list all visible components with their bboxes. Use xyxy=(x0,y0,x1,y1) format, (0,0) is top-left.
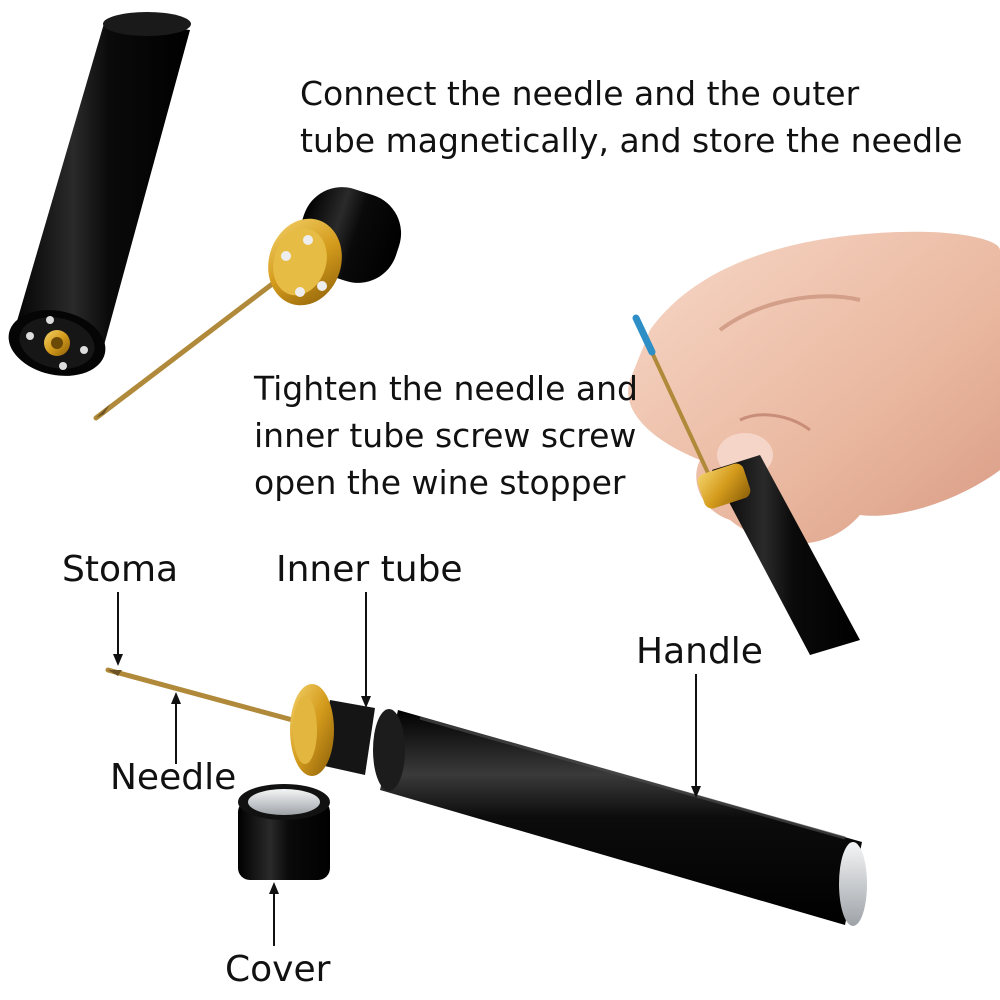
outer-tube-top xyxy=(8,12,191,376)
cover-cap xyxy=(238,784,330,880)
caption-line: tube magnetically, and store the needle xyxy=(300,121,963,160)
callout-arrows xyxy=(113,592,701,946)
label-stoma: Stoma xyxy=(62,549,179,590)
label-handle: Handle xyxy=(636,631,763,672)
stored-needle-cap xyxy=(93,187,402,421)
caption-line: inner tube screw screw xyxy=(254,416,637,455)
label-cover: Cover xyxy=(225,949,331,990)
caption-usage: Tighten the needle and inner tube screw … xyxy=(254,365,638,506)
assembled-opener xyxy=(105,667,867,926)
caption-line: Connect the needle and the outer xyxy=(300,74,860,113)
caption-line: open the wine stopper xyxy=(254,463,626,502)
label-needle: Needle xyxy=(110,757,237,798)
caption-magnetic-storage: Connect the needle and the outer tube ma… xyxy=(300,70,963,164)
caption-line: Tighten the needle and xyxy=(254,369,638,408)
label-inner-tube: Inner tube xyxy=(276,549,463,590)
hand-holding-opener xyxy=(628,231,1000,655)
